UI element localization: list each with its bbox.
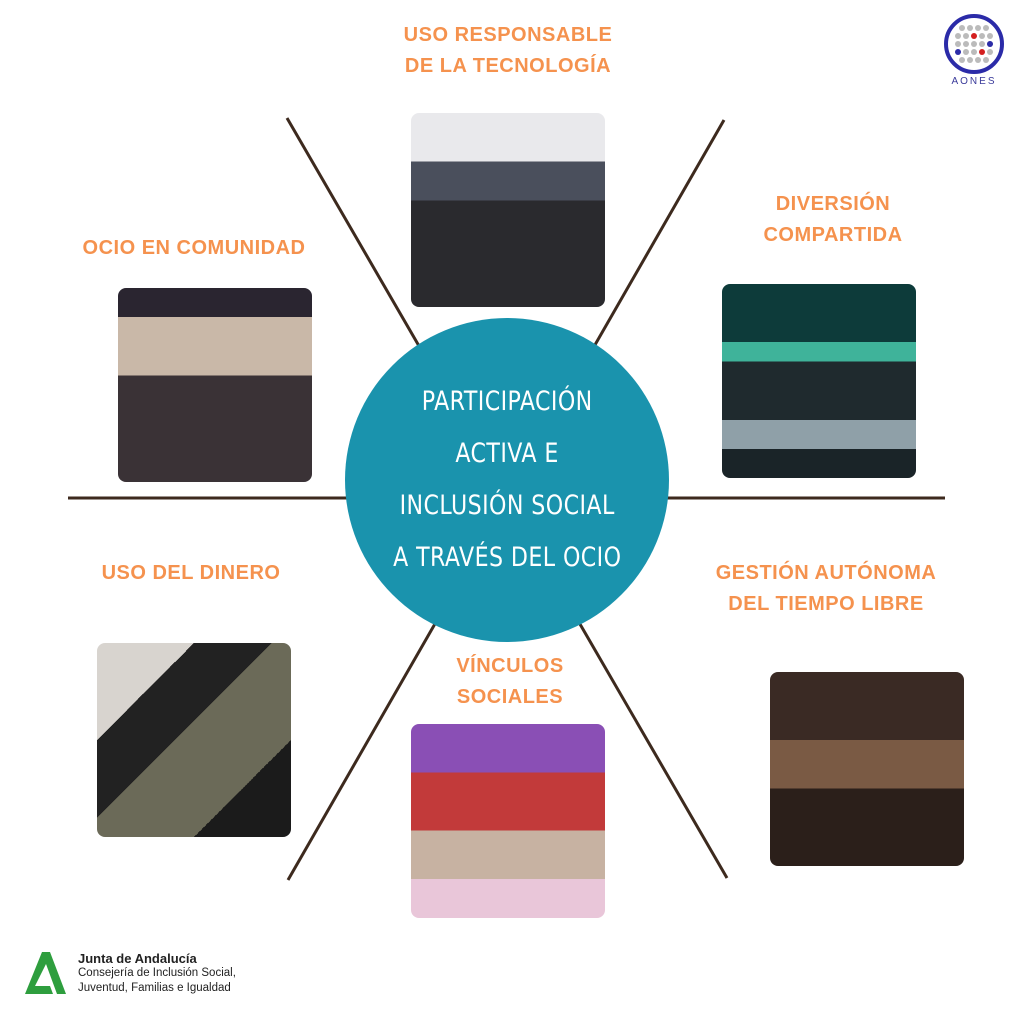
label-line: DEL TIEMPO LIBRE [728,593,924,615]
center-circle: PARTICIPACIÓN ACTIVA E INCLUSIÓN SOCIAL … [345,318,669,642]
label-line: USO DEL DINERO [101,562,281,584]
photo-vinculos [411,724,605,918]
junta-title: Junta de Andalucía [78,950,197,966]
label-line: DIVERSIÓN [775,193,891,215]
photo-tiempo-libre [770,672,964,866]
label-line: DE LA TECNOLOGÍA [404,55,612,77]
junta-a-icon [25,952,66,994]
junta-andalucia-logo: Junta de Andalucía Consejería de Inclusi… [22,950,236,996]
label-dinero: USO DEL DINERO [102,558,281,589]
photo-tecnologia [411,113,605,307]
label-diversion: DIVERSIÓN COMPARTIDA [763,189,902,251]
label-line: COMPARTIDA [763,224,903,246]
label-vinculos: VÍNCULOS SOCIALES [456,651,563,713]
center-title-line: A TRAVÉS DEL OCIO [392,542,622,573]
aones-logo-text: AONES [951,76,997,87]
junta-subtitle-1: Consejería de Inclusión Social, [78,966,236,979]
label-line: USO RESPONSABLE [403,24,613,46]
center-title-line: ACTIVA E [455,438,559,469]
junta-subtitle-2: Juventud, Familias e Igualdad [78,981,231,994]
label-line: SOCIALES [456,686,564,708]
aones-dots-icon [944,14,1004,74]
photo-comunidad [118,288,312,482]
photo-dinero [97,643,291,837]
photo-diversion [722,284,916,478]
label-line: VÍNCULOS [456,655,564,677]
label-tiempo-libre: GESTIÓN AUTÓNOMA DEL TIEMPO LIBRE [716,558,937,620]
label-line: GESTIÓN AUTÓNOMA [715,562,937,584]
center-title-line: PARTICIPACIÓN [421,386,593,417]
label-line: OCIO EN COMUNIDAD [82,237,306,259]
center-title-line: INCLUSIÓN SOCIAL [399,490,615,521]
label-tecnologia: USO RESPONSABLE DE LA TECNOLOGÍA [404,20,613,82]
aones-logo: AONES [940,14,1008,87]
label-comunidad: OCIO EN COMUNIDAD [83,233,306,264]
